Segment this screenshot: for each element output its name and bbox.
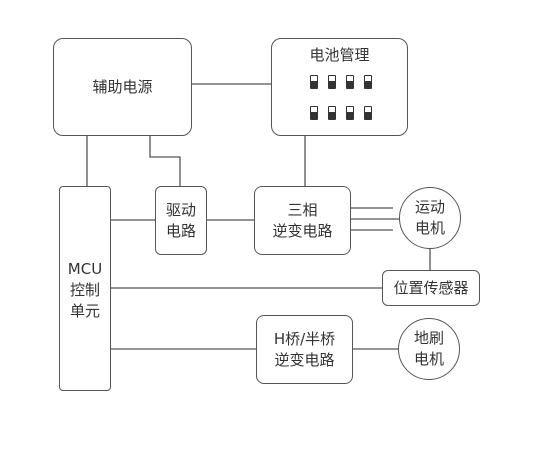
battery-charge-fill [347, 80, 353, 88]
battery-management-block: 电池管理 [271, 38, 408, 136]
link-aux-driver [149, 136, 181, 186]
battery-charge-fill [347, 111, 353, 119]
mcu-label-line1: MCU [67, 260, 103, 278]
three-phase-label-line2: 逆变电路 [272, 222, 333, 240]
driver-label-line1: 驱动 [165, 201, 196, 219]
h-bridge-label-line1: H桥/半桥 [273, 330, 336, 348]
battery-icon [364, 106, 372, 120]
three-phase-inverter-block: 三相 逆变电路 [254, 186, 351, 255]
brush-motor-block: 地刷 电机 [398, 318, 460, 380]
three-phase-label-line1: 三相 [287, 201, 318, 219]
battery-icon [328, 75, 336, 89]
driver-label-line2: 电路 [165, 222, 196, 240]
battery-charge-fill [365, 80, 371, 88]
battery-icon [310, 75, 318, 89]
aux-power-label: 辅助电源 [92, 78, 153, 96]
battery-icon [364, 75, 372, 89]
h-bridge-label-line2: 逆变电路 [274, 351, 335, 369]
aux-power-block: 辅助电源 [53, 38, 192, 136]
position-sensor-label: 位置传感器 [393, 279, 469, 297]
mcu-block: MCU 控制 单元 [59, 186, 111, 391]
battery-charge-fill [329, 80, 335, 88]
position-sensor-block: 位置传感器 [382, 270, 480, 306]
battery-charge-fill [311, 111, 317, 119]
battery-icon [310, 106, 318, 120]
motion-motor-label-line1: 运动 [414, 198, 445, 216]
battery-management-label: 电池管理 [309, 46, 370, 64]
battery-icon [346, 75, 354, 89]
brush-motor-label-line2: 电机 [413, 350, 444, 368]
driver-circuit-block: 驱动 电路 [155, 186, 207, 255]
battery-charge-fill [365, 111, 371, 119]
brush-motor-label-line1: 地刷 [413, 329, 444, 347]
battery-icon [328, 106, 336, 120]
h-bridge-inverter-block: H桥/半桥 逆变电路 [256, 315, 353, 384]
battery-charge-fill [329, 111, 335, 119]
motion-motor-label-line2: 电机 [414, 219, 445, 237]
mcu-label-line3: 单元 [69, 302, 100, 320]
battery-icon [346, 106, 354, 120]
motion-motor-block: 运动 电机 [399, 187, 461, 249]
mcu-label-line2: 控制 [69, 281, 100, 299]
battery-charge-fill [311, 80, 317, 88]
